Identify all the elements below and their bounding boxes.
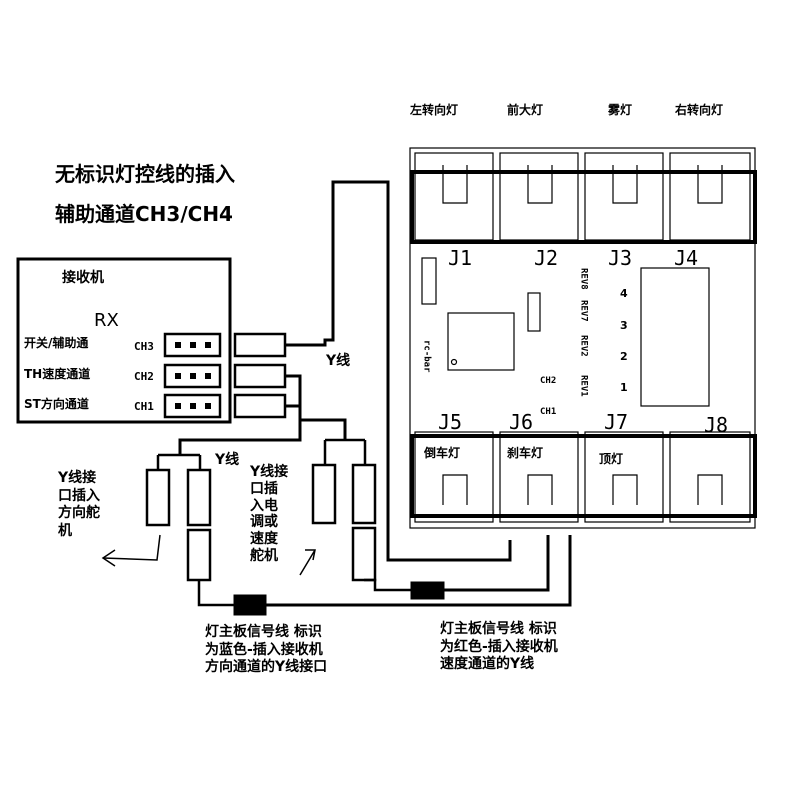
bottom-connectors: [414, 431, 751, 523]
bottom-light-label-3: 顶灯: [599, 452, 624, 466]
red-signal-note: 灯主板信号线 标识 为红色-插入接收机 速度通道的Y线: [440, 621, 558, 672]
red-connector: [410, 581, 445, 600]
board-components: [421, 257, 710, 407]
board-bottom-frame: [410, 434, 757, 518]
channel-ch2: CH2: [134, 370, 154, 383]
top-light-label-1: 左转向灯: [410, 103, 459, 117]
blue-connector: [233, 594, 267, 616]
top-light-label-3: 雾灯: [608, 103, 633, 117]
top-light-label-2: 前大灯: [507, 103, 544, 117]
top-connectors: [414, 152, 751, 241]
receiver-row-label-ch1: ST方向通道: [24, 397, 89, 411]
top-light-label-4: 右转向灯: [675, 103, 724, 117]
ch2-wire: [285, 374, 347, 440]
channel-ch1: CH1: [134, 400, 154, 413]
board-ch1-label: CH1: [540, 407, 557, 417]
pin-number-4: 4: [620, 287, 628, 300]
y-wire-label-top: Y线: [326, 353, 351, 369]
pin-number-3: 3: [620, 319, 628, 332]
jack-j2: J2: [534, 246, 559, 270]
channel-ch3: CH3: [134, 340, 154, 353]
receiver-row-label-ch3: 开关/辅助通: [24, 336, 89, 350]
diagram-title-line1: 无标识灯控线的插入: [55, 162, 235, 186]
jack-j8: J8: [704, 413, 729, 437]
blue-signal-note: 灯主板信号线 标识 为蓝色-插入接收机 方向通道的Y线接口: [205, 624, 328, 675]
steering-note: Y线接 口插入 方向舵 机: [58, 470, 100, 539]
rev-label-3: REV7: [578, 300, 589, 322]
chip-label: rc-bar: [421, 340, 432, 373]
bottom-light-label-1: 倒车灯: [424, 446, 461, 460]
receiver-headers: [163, 332, 222, 419]
receiver-title: 接收机: [62, 270, 104, 286]
blue-signal-wire: [265, 535, 572, 607]
servo-plugs: [233, 332, 287, 419]
jack-j7: J7: [604, 410, 629, 434]
pin-number-2: 2: [620, 350, 628, 363]
jack-j5: J5: [438, 410, 463, 434]
board-ch2-label: CH2: [540, 376, 557, 386]
rev-label-2: REV2: [578, 335, 589, 357]
light-board: [409, 147, 756, 529]
jack-j3: J3: [608, 246, 633, 270]
steering-arrow: [102, 534, 161, 561]
receiver-rx-label: RX: [94, 310, 119, 331]
rev-label-1: REV1: [578, 375, 589, 397]
pin-number-1: 1: [620, 381, 628, 394]
diagram-title-line2: 辅助通道CH3/CH4: [55, 202, 233, 226]
steering-y-harness: [145, 453, 235, 607]
speed-arrow: [299, 549, 316, 576]
header-pins: [175, 342, 211, 409]
red-signal-wire: [443, 535, 550, 592]
speed-y-harness: [311, 438, 412, 592]
speed-arrow-head: [305, 549, 316, 561]
ch1-wire: [178, 404, 302, 455]
speed-note: Y线接 口插 入电 调或 速度 舵机: [250, 464, 289, 564]
receiver-box: [16, 257, 232, 424]
rev-label-4: REV8: [578, 268, 589, 290]
steering-arrow-head: [101, 549, 116, 567]
receiver-row-label-ch2: TH速度通道: [24, 367, 91, 381]
bottom-light-label-2: 刹车灯: [507, 446, 544, 460]
jack-j4: J4: [674, 246, 699, 270]
y-wire-label-left: Y线: [215, 452, 240, 468]
jack-j1: J1: [448, 246, 473, 270]
board-top-frame: [410, 170, 757, 244]
jack-j6: J6: [509, 410, 534, 434]
ch3-wire: [285, 180, 512, 562]
